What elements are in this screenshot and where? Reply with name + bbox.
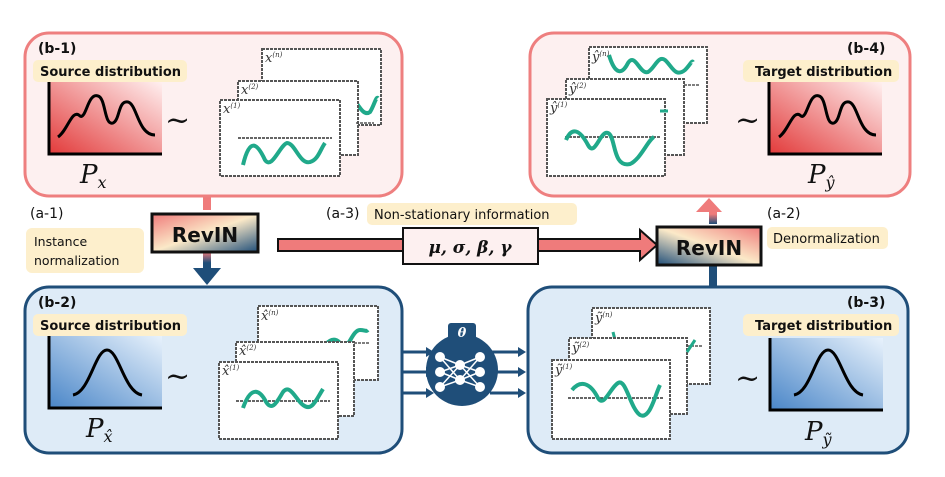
distribution-plot-bg xyxy=(769,82,882,154)
label-badge xyxy=(367,203,577,225)
stat-params: μ, σ, β, γ xyxy=(429,238,513,258)
series-stack: ỹ(n) ỹ(2) ỹ(1) xyxy=(551,307,711,440)
series-curve xyxy=(241,387,325,409)
series-curve xyxy=(323,327,370,349)
revin-label: RevIN xyxy=(172,223,238,247)
svg-text:ỹ(n): ỹ(n) xyxy=(594,311,613,326)
svg-text:ỹ(1): ỹ(1) xyxy=(554,363,573,378)
connector-revin-b2 xyxy=(203,252,211,270)
distribution-label: Target distribution xyxy=(755,319,892,334)
svg-text:x̂(2): x̂(2) xyxy=(239,344,257,359)
label-badge xyxy=(743,60,899,82)
distribution-axes xyxy=(768,338,883,412)
step-label-instance: Instance xyxy=(34,234,87,249)
connector-b3-revin xyxy=(709,266,717,288)
connector-revin-b4 xyxy=(709,210,717,224)
label-badge xyxy=(26,228,144,273)
panel-b4-target-denormalized: (b-4) Target distribution Pŷ ~ ŷ(n) ŷ(2)… xyxy=(528,31,912,198)
svg-text:x̂(n): x̂(n) xyxy=(261,309,279,324)
svg-text:x̂(1): x̂(1) xyxy=(222,364,240,379)
tilde-icon: ~ xyxy=(735,103,760,138)
distribution-symbol: Px̂ xyxy=(85,414,113,446)
distribution-label: Target distribution xyxy=(755,65,892,80)
svg-text:ŷ(1): ŷ(1) xyxy=(549,101,568,116)
model-param: θ xyxy=(458,326,467,341)
non-stationary-info-label: Non-stationary information xyxy=(374,208,550,223)
label-badge xyxy=(743,314,899,336)
label-badge xyxy=(767,227,888,249)
tilde-icon: ~ xyxy=(735,361,760,396)
connector-b1-revin xyxy=(203,196,211,210)
arrow-up-icon xyxy=(696,198,722,212)
stat-params-box xyxy=(402,227,539,265)
step-label-normalization: normalization xyxy=(34,253,119,268)
distribution-symbol: Pỹ xyxy=(804,417,833,449)
panel-b3-target-normalized: (b-3) Target distribution Pỹ ~ ỹ(n) ỹ(2)… xyxy=(526,285,910,455)
svg-text:x(2): x(2) xyxy=(241,83,259,98)
revin-normalize-block[interactable]: RevIN xyxy=(150,212,260,254)
distribution-axes xyxy=(47,82,162,156)
panel-b1-source-original: (b-1) Source distribution Px ~ x(n) x(2)… xyxy=(23,31,404,198)
step-id: (a-3) xyxy=(326,206,359,222)
panel-id: (b-2) xyxy=(38,295,76,311)
series-curve xyxy=(564,129,656,167)
series-curve xyxy=(607,54,695,75)
distribution-axes xyxy=(47,336,162,410)
distribution-plot-bg xyxy=(49,336,162,408)
arrow-down-icon xyxy=(193,268,221,285)
distribution-label: Source distribution xyxy=(40,65,181,80)
step-id: (a-1) xyxy=(30,206,63,222)
panel-id: (b-1) xyxy=(38,41,76,57)
distribution-axes xyxy=(767,82,882,156)
series-curve xyxy=(570,380,662,418)
svg-text:ŷ(2): ŷ(2) xyxy=(568,82,587,97)
distribution-symbol: Pŷ xyxy=(807,160,836,192)
tilde-icon: ~ xyxy=(165,103,190,138)
panel-b2-source-normalized: (b-2) Source distribution Px̂ ~ x̂(n) x̂… xyxy=(23,285,404,455)
svg-text:ŷ(n): ŷ(n) xyxy=(591,50,610,65)
label-badge xyxy=(33,60,187,82)
multimodal-density-curve xyxy=(57,94,156,139)
svg-text:ỹ(2): ỹ(2) xyxy=(571,341,590,356)
panel-id: (b-3) xyxy=(847,295,885,311)
step-id: (a-2) xyxy=(767,206,800,222)
gaussian-density-curve xyxy=(793,348,864,397)
series-stack: x(n) x(2) x(1) xyxy=(219,48,382,177)
tilde-icon: ~ xyxy=(165,359,190,394)
distribution-symbol: Px xyxy=(79,160,107,192)
revin-label: RevIN xyxy=(676,236,742,260)
panel-id: (b-4) xyxy=(847,41,885,57)
revin-denormalize-block[interactable]: RevIN xyxy=(655,225,763,267)
label-badge xyxy=(33,314,187,336)
distribution-label: Source distribution xyxy=(40,319,181,334)
forecasting-model[interactable]: θ xyxy=(402,323,526,406)
series-stack: x̂(n) x̂(2) x̂(1) xyxy=(218,305,379,440)
svg-text:x(n): x(n) xyxy=(265,51,283,66)
svg-text:x(1): x(1) xyxy=(223,102,241,117)
gaussian-density-curve xyxy=(72,348,143,397)
series-curve xyxy=(241,140,327,166)
multimodal-density-curve xyxy=(778,94,877,139)
series-stack: ŷ(n) ŷ(2) ŷ(1) xyxy=(546,46,708,177)
denormalization-label: Denormalization xyxy=(773,232,880,247)
